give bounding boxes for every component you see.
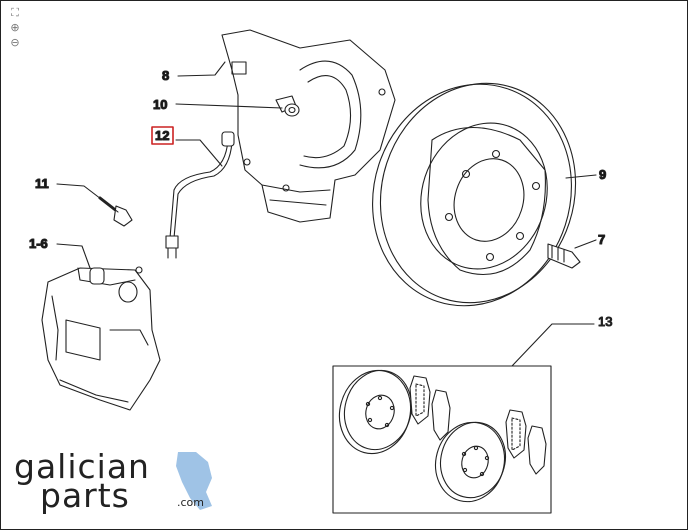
wear-sensor-cable[interactable] <box>165 131 235 259</box>
wheel-stud[interactable] <box>547 243 581 269</box>
logo-line-2: parts <box>40 476 130 515</box>
callout-1-6[interactable]: 1-6 <box>28 235 48 251</box>
callout-12[interactable]: 12 <box>154 127 170 143</box>
galicianparts-logo: galician parts .com <box>14 447 212 515</box>
zoom-toolbar: ⛶ ⊕ ⊖ <box>8 6 24 51</box>
logo-suffix: .com <box>177 496 204 509</box>
callout-7[interactable]: 7 <box>597 231 605 247</box>
zoom-out-icon[interactable]: ⊖ <box>10 36 20 49</box>
brake-disc[interactable] <box>344 58 603 332</box>
callout-11[interactable]: 11 <box>34 175 49 191</box>
fit-to-screen-icon[interactable]: ⛶ <box>11 6 19 19</box>
zoom-in-icon[interactable]: ⊕ <box>10 21 20 34</box>
logo-line-1: galician <box>14 447 150 486</box>
kit-disc-2 <box>435 421 506 503</box>
selected-callout-highlight <box>151 126 174 145</box>
brake-caliper[interactable] <box>41 266 161 411</box>
galicia-map-icon <box>176 452 212 510</box>
kit-pads-1 <box>409 375 451 441</box>
splash-shield[interactable] <box>221 29 396 223</box>
kit-disc-1 <box>338 369 413 455</box>
callout-8[interactable]: 8 <box>161 67 169 83</box>
kit-pads-2 <box>505 409 547 475</box>
leader-lines <box>56 61 597 367</box>
callout-labels: 8 10 12 11 1-6 9 7 13 <box>28 67 613 329</box>
callout-9[interactable]: 9 <box>598 166 606 182</box>
callout-10[interactable]: 10 <box>152 96 168 112</box>
callout-13[interactable]: 13 <box>597 313 613 329</box>
kit-box[interactable] <box>330 362 552 514</box>
